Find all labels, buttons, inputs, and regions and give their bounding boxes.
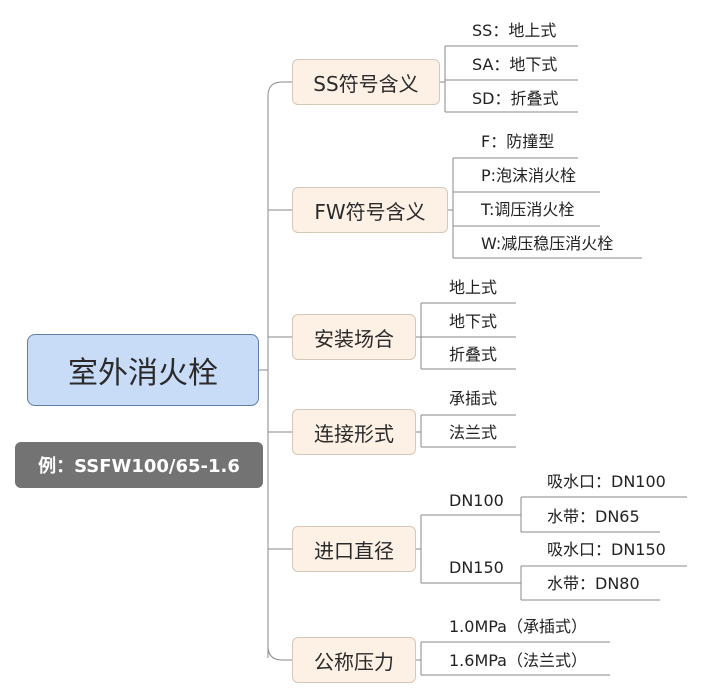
leaf-dn100-hose[interactable]: 水带：DN65 — [547, 507, 640, 526]
example-note[interactable]: 例：SSFW100/65-1.6 — [15, 442, 263, 488]
group-dn150[interactable]: DN150 — [449, 558, 504, 577]
leaf-dn150-hose[interactable]: 水带：DN80 — [547, 574, 640, 593]
leaf-sa[interactable]: SA：地下式 — [472, 55, 558, 74]
leaf-dn100-suction[interactable]: 吸水口：DN100 — [547, 472, 666, 491]
leaf-above-ground[interactable]: 地上式 — [449, 278, 498, 297]
leaf-ss[interactable]: SS：地上式 — [472, 21, 557, 40]
branch-install-location[interactable]: 安装场合 — [292, 314, 416, 360]
leaf-f[interactable]: F：防撞型 — [481, 132, 555, 151]
branch-ss-meaning[interactable]: SS符号含义 — [292, 59, 440, 105]
leaf-p[interactable]: P:泡沫消火栓 — [481, 166, 577, 185]
branch-inlet-diameter[interactable]: 进口直径 — [292, 526, 416, 572]
leaf-dn150-suction[interactable]: 吸水口：DN150 — [547, 540, 666, 559]
leaf-sd[interactable]: SD：折叠式 — [472, 89, 559, 108]
leaf-folding[interactable]: 折叠式 — [449, 345, 498, 364]
leaf-pressure-1-6[interactable]: 1.6MPa（法兰式） — [449, 651, 587, 670]
leaf-pressure-1-0[interactable]: 1.0MPa（承插式） — [449, 617, 587, 636]
leaf-w[interactable]: W:减压稳压消火栓 — [481, 234, 614, 253]
leaf-flange[interactable]: 法兰式 — [449, 423, 498, 442]
group-dn100[interactable]: DN100 — [449, 491, 504, 510]
leaf-socket[interactable]: 承插式 — [449, 389, 498, 408]
leaf-t[interactable]: T:调压消火栓 — [481, 200, 575, 219]
root-topic[interactable]: 室外消火栓 — [27, 334, 259, 406]
branch-fw-meaning[interactable]: FW符号含义 — [292, 187, 448, 233]
branch-nominal-pressure[interactable]: 公称压力 — [292, 637, 416, 683]
leaf-underground[interactable]: 地下式 — [449, 312, 498, 331]
branch-connection-type[interactable]: 连接形式 — [292, 409, 416, 455]
